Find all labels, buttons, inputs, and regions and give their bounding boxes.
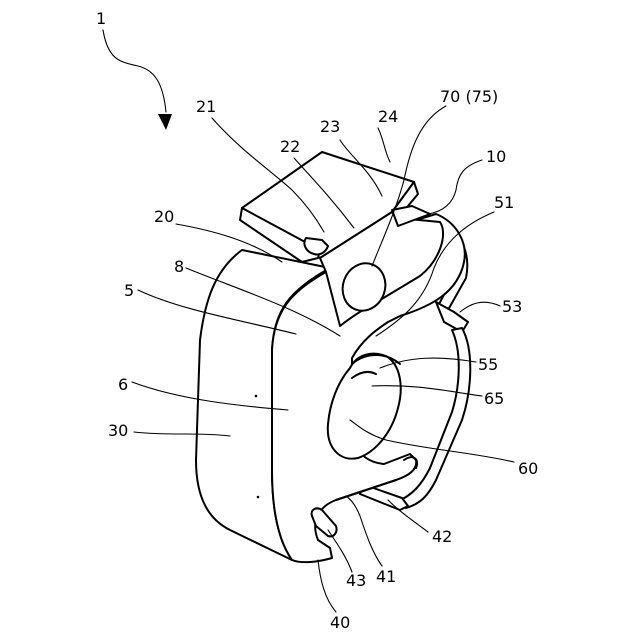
label-assembly-1: 1 <box>96 9 106 28</box>
label-55: 55 <box>478 355 498 374</box>
leader-10 <box>428 160 482 214</box>
leader-40 <box>318 560 336 612</box>
label-22: 22 <box>280 137 300 156</box>
label-10: 10 <box>486 147 506 166</box>
assembly-arrow-line <box>103 30 166 112</box>
label-51: 51 <box>494 193 514 212</box>
label-8: 8 <box>174 257 184 276</box>
label-41: 41 <box>376 567 396 586</box>
leader-41 <box>346 496 382 566</box>
label-6: 6 <box>118 375 128 394</box>
surface-dot-lower <box>257 496 260 499</box>
label-43: 43 <box>346 571 366 590</box>
label-5: 5 <box>124 281 134 300</box>
leader-53 <box>460 302 500 312</box>
label-53: 53 <box>502 297 522 316</box>
label-20: 20 <box>154 207 174 226</box>
label-24: 24 <box>378 107 398 126</box>
right-lower-side <box>396 328 470 508</box>
label-23: 23 <box>320 117 340 136</box>
label-30: 30 <box>108 421 128 440</box>
label-21: 21 <box>196 97 216 116</box>
label-60: 60 <box>518 459 538 478</box>
leader-24 <box>378 128 390 162</box>
label-42: 42 <box>432 527 452 546</box>
label-65: 65 <box>484 389 504 408</box>
label-70: 70 (75) <box>440 87 498 106</box>
assembly-arrowhead <box>158 114 172 130</box>
label-40: 40 <box>330 613 350 632</box>
surface-dot-upper <box>255 395 258 398</box>
right-step-53 <box>436 302 468 332</box>
